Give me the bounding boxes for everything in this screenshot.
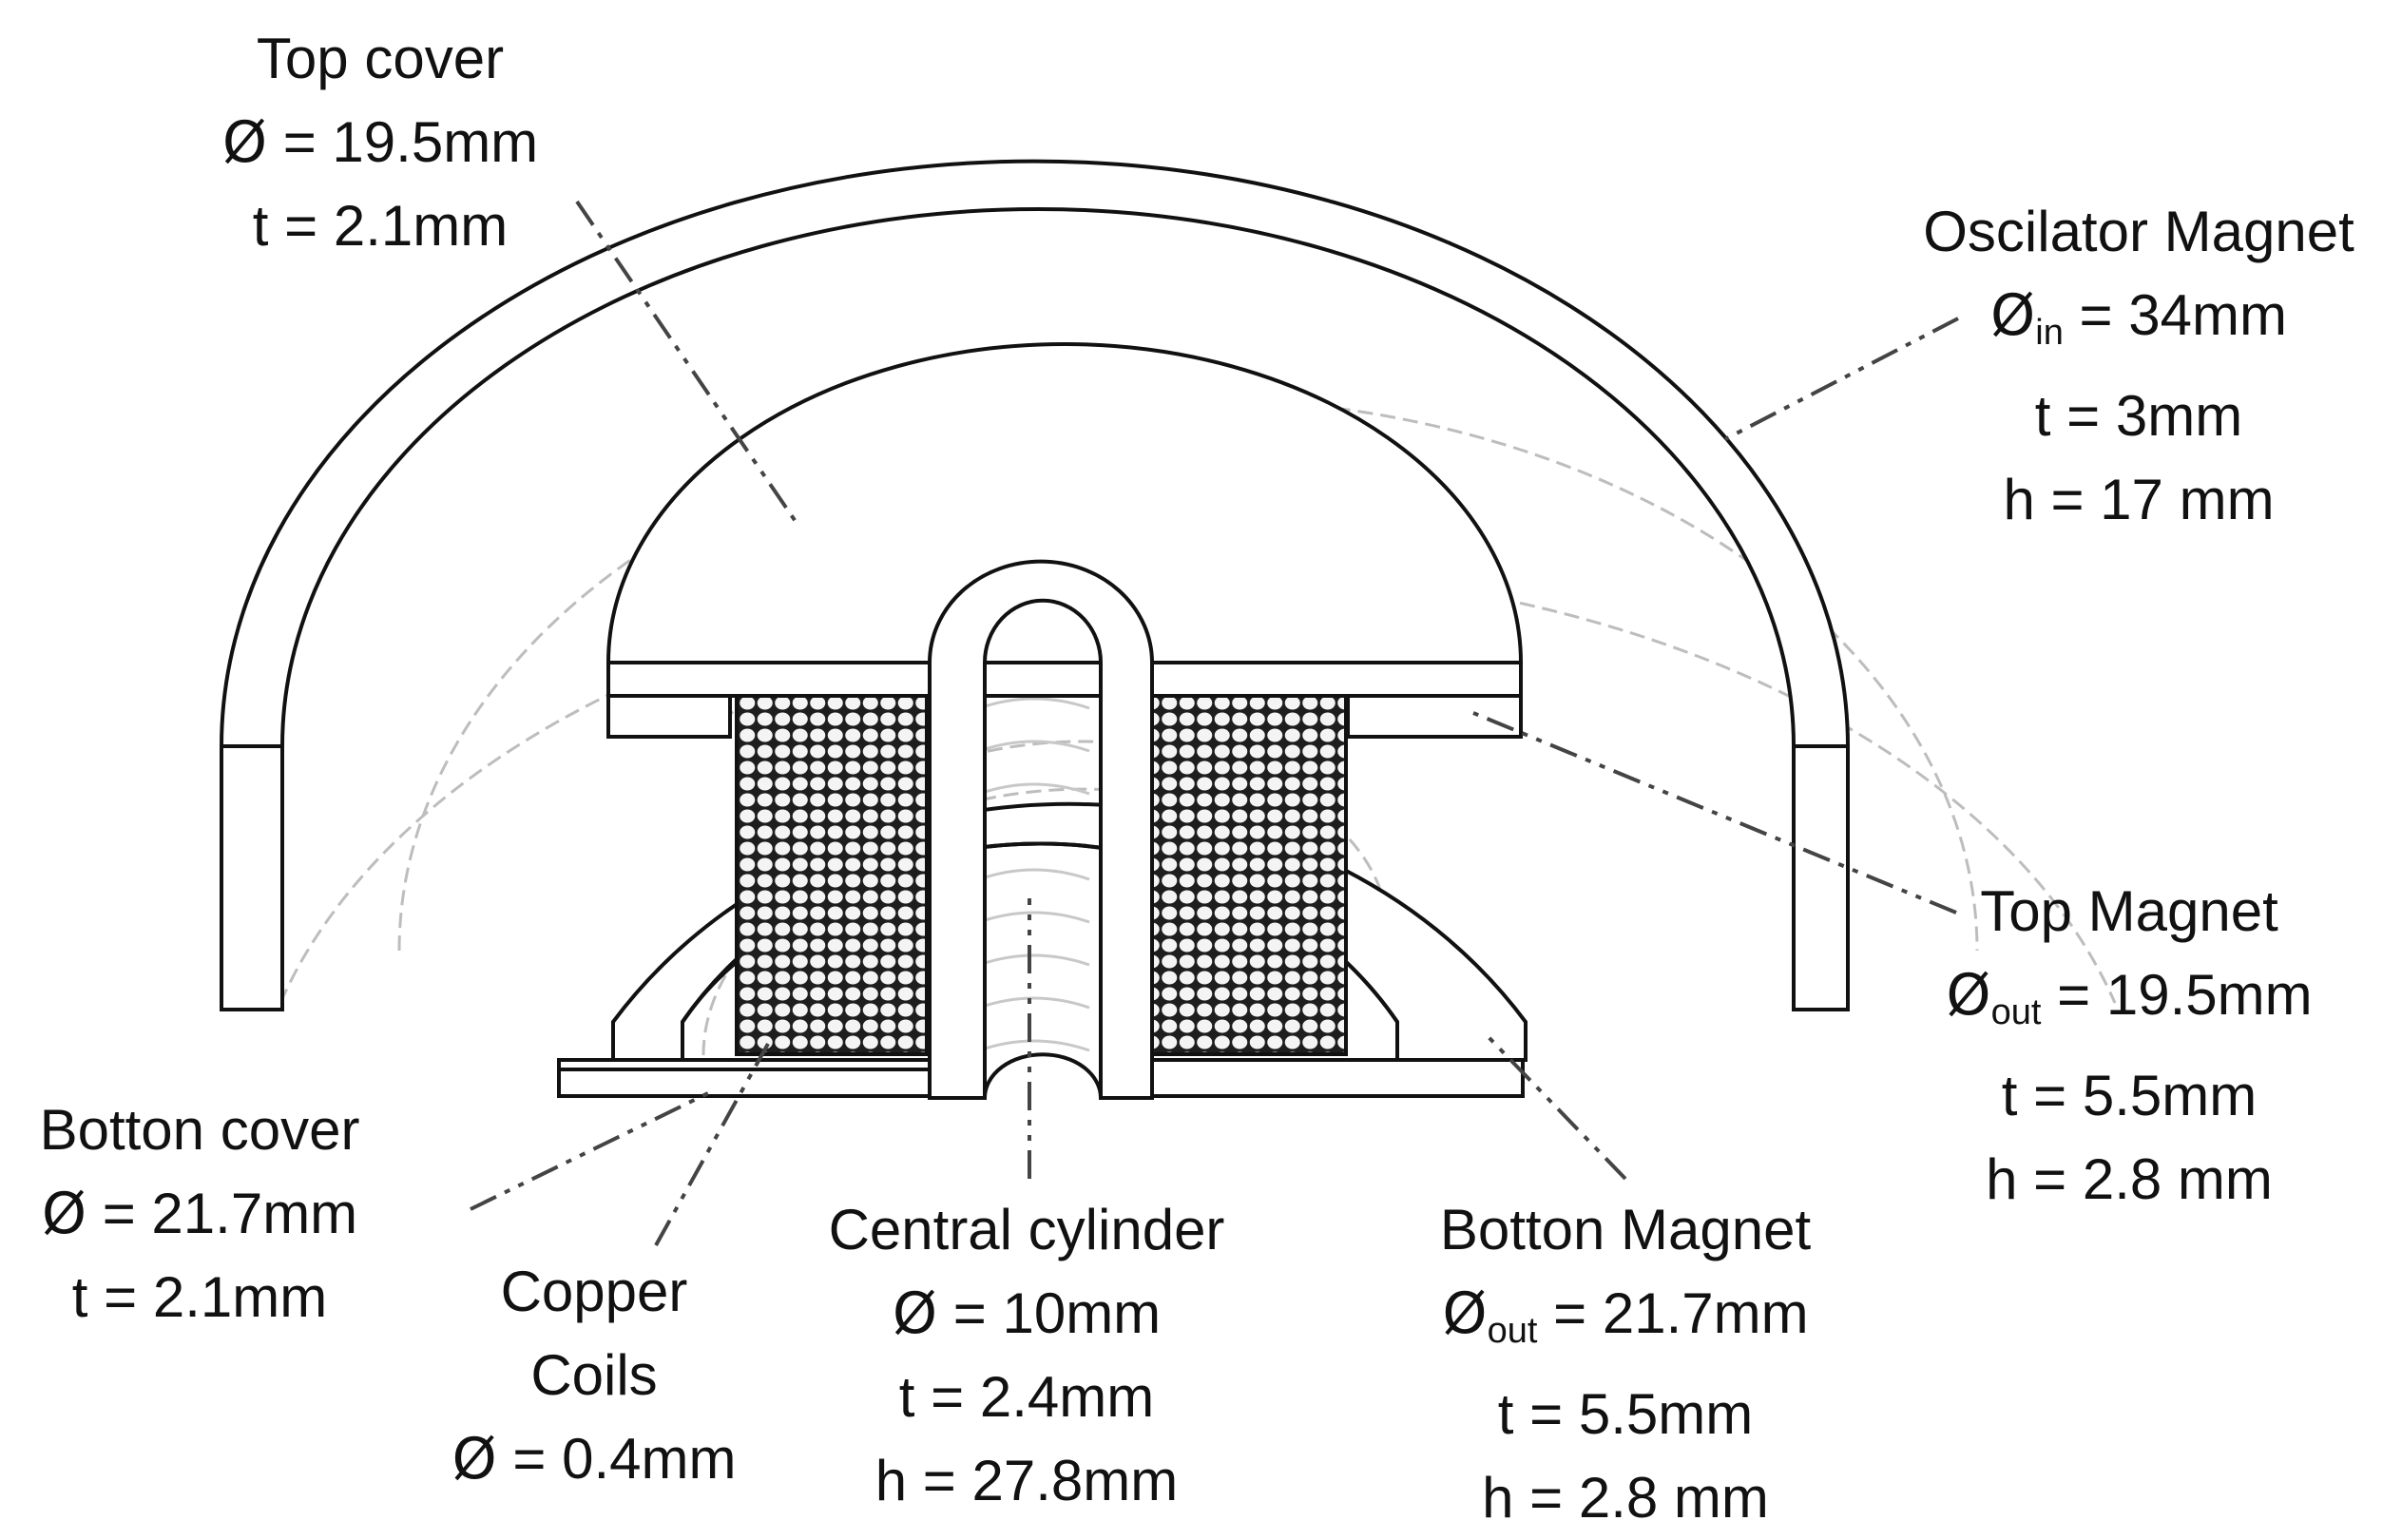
- botton-cover-shape: [557, 1058, 1525, 1098]
- leader-top-cover: [575, 200, 800, 528]
- central-cylinder-height: h = 27.8mm: [874, 1449, 1179, 1512]
- botton-magnet-title: Botton Magnet: [1439, 1198, 1812, 1261]
- label-botton-magnet: Botton Magnet Øout = 21.7mm t = 5.5mm h …: [1388, 1188, 1863, 1540]
- label-top-cover: Top cover Ø = 19.5mm t = 2.1mm: [190, 17, 570, 268]
- botton-cover-thickness: t = 2.1mm: [71, 1265, 328, 1329]
- central-cylinder-title: Central cylinder: [828, 1198, 1225, 1261]
- oscilator-magnet-title: Oscilator Magnet: [1923, 200, 2354, 263]
- label-botton-cover: Botton cover Ø = 21.7mm t = 2.1mm: [0, 1088, 399, 1339]
- label-copper-coils: Copper Coils Ø = 0.4mm: [409, 1250, 779, 1501]
- central-cylinder-thickness: t = 2.4mm: [898, 1365, 1155, 1429]
- top-cover-title: Top cover: [256, 27, 505, 90]
- leader-lines: [470, 200, 1959, 1246]
- oscilator-magnet-diameter: Øin = 34mm: [1990, 282, 2287, 353]
- top-magnet-shape: [606, 694, 1523, 739]
- central-cylinder-shape: [928, 559, 1154, 1100]
- botton-cover-title: Botton cover: [39, 1098, 360, 1162]
- top-magnet-height: h = 2.8 mm: [1986, 1147, 2273, 1211]
- botton-cover-diameter: Ø = 21.7mm: [41, 1181, 358, 1247]
- top-magnet-title: Top Magnet: [1980, 879, 2278, 943]
- leader-oscilator-magnet: [1724, 317, 1959, 441]
- copper-coils-title-1: Copper: [500, 1260, 688, 1323]
- top-cover-diameter: Ø = 19.5mm: [221, 109, 539, 176]
- top-magnet-diameter: Øout = 19.5mm: [1946, 962, 2313, 1032]
- botton-magnet-height: h = 2.8 mm: [1482, 1466, 1769, 1530]
- leader-top-magnet: [1472, 711, 1957, 914]
- copper-coils-shape: [735, 694, 1348, 1056]
- top-cover-shape: [605, 342, 1524, 698]
- label-central-cylinder: Central cylinder Ø = 10mm t = 2.4mm h = …: [789, 1188, 1264, 1523]
- botton-magnet-diameter: Øout = 21.7mm: [1442, 1280, 1809, 1351]
- botton-magnet-thickness: t = 5.5mm: [1497, 1382, 1754, 1446]
- leader-copper-coils: [654, 1043, 770, 1246]
- copper-coils-diameter: Ø = 0.4mm: [452, 1426, 737, 1492]
- label-top-magnet: Top Magnet Øout = 19.5mm t = 5.5mm h = 2…: [1911, 870, 2348, 1222]
- label-oscilator-magnet: Oscilator Magnet Øin = 34mm t = 3mm h = …: [1892, 190, 2386, 542]
- top-cover-thickness: t = 2.1mm: [252, 194, 509, 258]
- leader-botton-cover: [470, 1091, 709, 1211]
- leader-botton-magnet: [1486, 1034, 1627, 1181]
- central-cylinder-diameter: Ø = 10mm: [892, 1280, 1162, 1347]
- copper-coils-title-2: Coils: [530, 1343, 658, 1407]
- top-magnet-thickness: t = 5.5mm: [2001, 1064, 2258, 1127]
- oscilator-magnet-thickness: t = 3mm: [2034, 384, 2243, 448]
- hidden-cylinder-rings: [978, 697, 1090, 1052]
- oscilator-magnet-height: h = 17 mm: [2003, 468, 2275, 531]
